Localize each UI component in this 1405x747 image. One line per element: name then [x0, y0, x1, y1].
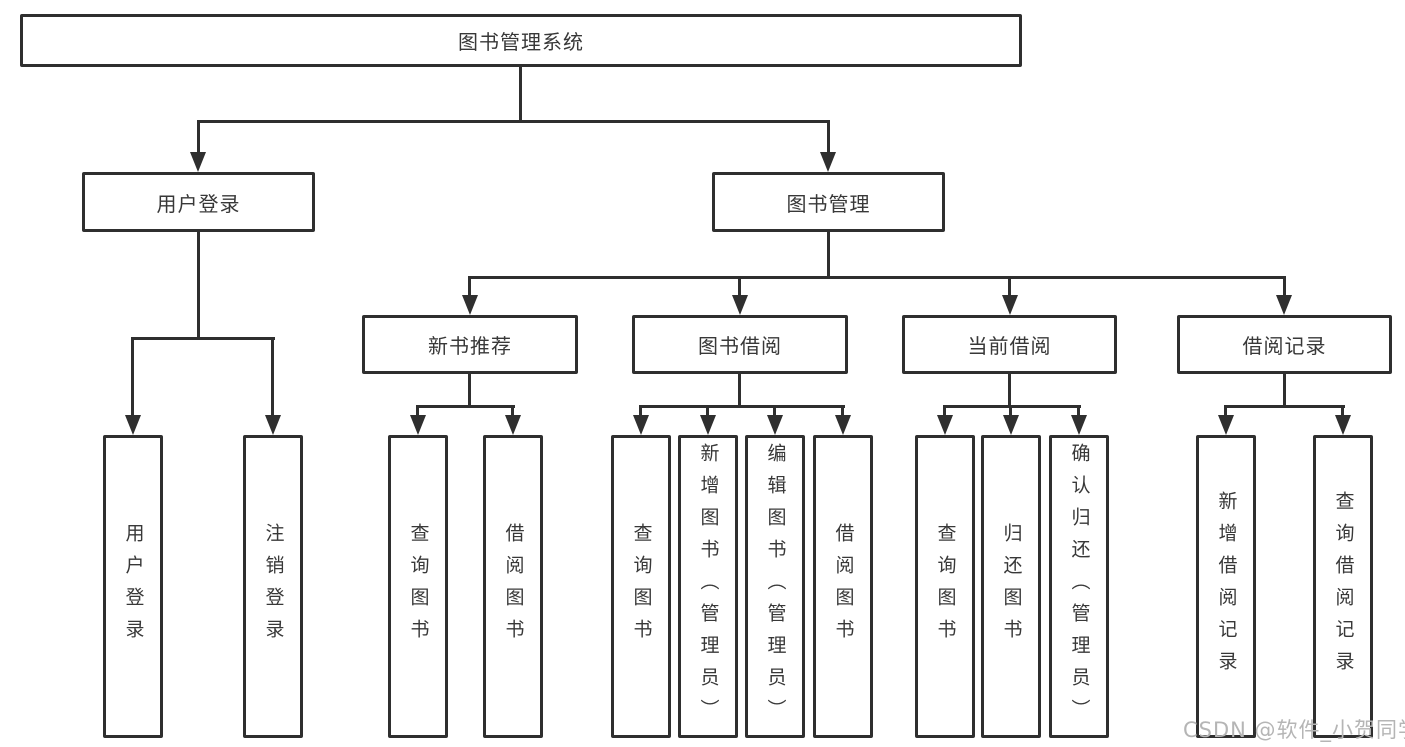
node-return-books: 归还图书	[981, 435, 1041, 738]
connector-borrowing-rail	[639, 405, 845, 408]
connector-user-login-rail	[132, 337, 275, 340]
node-add-borrow-record: 新增借阅记录	[1196, 435, 1256, 738]
connector-drop-query-books-3	[943, 405, 946, 417]
node-book-management-system: 图书管理系统	[20, 14, 1022, 67]
node-query-borrow-record: 查询借阅记录	[1313, 435, 1373, 738]
connector-level3-rail	[468, 276, 1286, 279]
connector-records-rail	[1224, 405, 1345, 408]
arrow-return-books	[1003, 415, 1019, 435]
arrow-query-books-2	[633, 415, 649, 435]
node-label: 图书管理	[786, 191, 871, 216]
arrow-edit-book	[767, 415, 783, 435]
node-label: 查询图书	[934, 522, 957, 651]
arrow-book-borrowing	[732, 295, 748, 315]
node-book-management: 图书管理	[712, 172, 945, 232]
node-label: 当前借阅	[967, 334, 1052, 358]
connector-drop-user-login-action	[131, 337, 134, 417]
connector-drop-borrow-books-2	[841, 405, 844, 417]
connector-drop-query-borrow-record	[1341, 405, 1344, 417]
node-borrow-books-borrow: 借阅图书	[813, 435, 873, 738]
node-label: 新增图书（管理员）	[697, 442, 720, 731]
arrow-borrow-books-2	[835, 415, 851, 435]
arrow-query-books-1	[410, 415, 426, 435]
arrow-add-book	[700, 415, 716, 435]
node-label: 用户登录	[156, 191, 241, 216]
node-query-books-borrow: 查询图书	[611, 435, 671, 738]
node-label: 借阅记录	[1242, 334, 1327, 358]
node-label: 新书推荐	[428, 334, 512, 358]
node-label: 借阅图书	[502, 522, 525, 651]
node-current-borrowing: 当前借阅	[902, 315, 1117, 374]
watermark: CSDN @软件_小贺同学	[1183, 718, 1405, 742]
connector-drop-query-books-1	[416, 405, 419, 417]
connector-borrowing-stem	[738, 372, 741, 408]
node-confirm-return-admin: 确认归还（管理员）	[1049, 435, 1109, 738]
connector-root-stem	[519, 67, 522, 123]
arrow-query-books-3	[937, 415, 953, 435]
node-label: 归还图书	[1000, 522, 1023, 651]
connector-drop-edit-book	[773, 405, 776, 417]
connector-book-management-stem	[827, 230, 830, 279]
connector-drop-logout-action	[271, 337, 274, 417]
connector-user-login-stem	[197, 230, 200, 340]
node-borrowing-records: 借阅记录	[1177, 315, 1392, 374]
node-user-login: 用户登录	[82, 172, 315, 232]
connector-current-stem	[1008, 372, 1011, 408]
arrow-confirm-return	[1071, 415, 1087, 435]
node-logout-action: 注销登录	[243, 435, 303, 738]
node-label: 查询图书	[630, 522, 653, 651]
arrow-user-login-action	[125, 415, 141, 435]
arrow-query-borrow-record	[1335, 415, 1351, 435]
node-query-books-current: 查询图书	[915, 435, 975, 738]
node-label: 借阅图书	[832, 522, 855, 651]
arrow-new-book-recommendation	[462, 295, 478, 315]
connector-drop-borrowing-records	[1283, 276, 1286, 297]
node-label: 查询图书	[407, 522, 430, 651]
node-label: 图书借阅	[698, 334, 782, 358]
connector-drop-current-borrowing	[1008, 276, 1011, 297]
connector-drop-confirm-return	[1077, 405, 1080, 417]
node-label: 编辑图书（管理员）	[764, 442, 787, 731]
node-label: 图书管理系统	[458, 30, 584, 54]
arrow-book-management	[820, 152, 836, 172]
node-query-books-recommend: 查询图书	[388, 435, 448, 738]
node-label: 新增借阅记录	[1215, 490, 1238, 683]
arrow-add-borrow-record	[1218, 415, 1234, 435]
connector-drop-add-borrow-record	[1224, 405, 1227, 417]
arrow-borrow-books-1	[505, 415, 521, 435]
connector-drop-borrow-books-1	[511, 405, 514, 417]
connector-drop-user-login	[197, 120, 200, 154]
node-borrow-books-recommend: 借阅图书	[483, 435, 543, 738]
arrow-user-login	[190, 152, 206, 172]
node-label: 确认归还（管理员）	[1068, 442, 1091, 731]
node-label: 注销登录	[262, 522, 285, 651]
node-edit-book-admin: 编辑图书（管理员）	[745, 435, 805, 738]
connector-current-rail	[943, 405, 1081, 408]
connector-drop-new-book-recommendation	[468, 276, 471, 297]
connector-drop-query-books-2	[639, 405, 642, 417]
node-book-borrowing: 图书借阅	[632, 315, 848, 374]
connector-records-stem	[1283, 372, 1286, 408]
arrow-logout-action	[265, 415, 281, 435]
arrow-borrowing-records	[1276, 295, 1292, 315]
connector-drop-book-borrowing	[738, 276, 741, 297]
node-label: 查询借阅记录	[1332, 490, 1355, 683]
connector-drop-add-book	[706, 405, 709, 417]
node-user-login-action: 用户登录	[103, 435, 163, 738]
arrow-current-borrowing	[1002, 295, 1018, 315]
connector-recommendation-stem	[468, 372, 471, 408]
node-add-book-admin: 新增图书（管理员）	[678, 435, 738, 738]
connector-drop-book-management	[827, 120, 830, 154]
node-label: 用户登录	[122, 522, 145, 651]
node-new-book-recommendation: 新书推荐	[362, 315, 578, 374]
connector-recommendation-rail	[416, 405, 515, 408]
connector-drop-return-books	[1009, 405, 1012, 417]
connector-level2-rail	[197, 120, 830, 123]
